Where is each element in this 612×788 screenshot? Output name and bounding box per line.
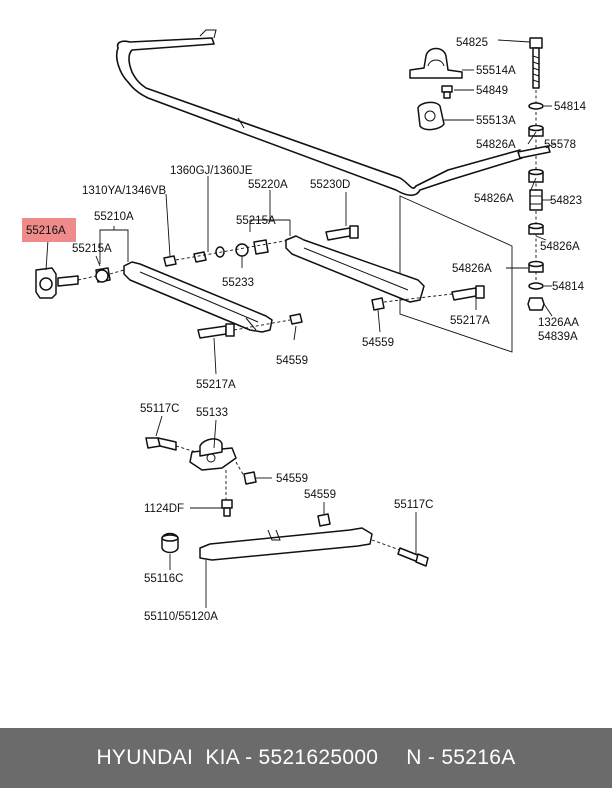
- bushing-55215A-left: [95, 267, 111, 283]
- bracket-55578: [517, 145, 551, 159]
- collar-54823: [529, 189, 543, 211]
- label-55110: 55110/55120A: [144, 611, 218, 623]
- label-55230D: 55230D: [310, 179, 350, 191]
- trailing-arm-right: [285, 235, 425, 303]
- bushing-55513A: [417, 101, 445, 131]
- bolt-55217A-right: [451, 285, 485, 301]
- label-55117C-left: 55117C: [140, 403, 179, 415]
- bolt-55117C-right: [397, 547, 429, 567]
- bracket-55133: [189, 438, 237, 471]
- label-55210A: 55210A: [94, 211, 134, 223]
- label-54826A-2: 54826A: [474, 193, 514, 205]
- label-54825: 54825: [456, 37, 488, 49]
- label-54814-top: 54814: [554, 101, 587, 113]
- bushing-54826A-3: [528, 222, 544, 235]
- nut-54559-lower: [317, 513, 331, 527]
- bushing-55233: [235, 243, 249, 257]
- label-54559-lower: 54559: [304, 489, 336, 501]
- label-55116C: 55116C: [144, 573, 183, 585]
- axis-right-bolt: [383, 293, 453, 303]
- label-54826A-4: 54826A: [452, 263, 492, 275]
- label-54559-left: 54559: [276, 355, 308, 367]
- bolt-1124DF: [221, 499, 233, 517]
- bolt-55117C-left: [145, 437, 177, 451]
- nut-54559-right: [371, 297, 385, 311]
- label-55513A: 55513A: [476, 115, 516, 127]
- highlight-55216A: [22, 218, 76, 242]
- axis-55133: [175, 445, 197, 453]
- stabilizer-bar: [115, 29, 523, 197]
- footer-ref-code: N - 55216A: [406, 746, 516, 769]
- washer-54814-top: [528, 102, 544, 110]
- label-55578: 55578: [544, 139, 576, 151]
- axis-left-bolt: [233, 319, 291, 331]
- label-54823: 54823: [550, 195, 582, 207]
- label-54839A: 54839A: [538, 331, 578, 343]
- label-1326AA: 1326AA: [538, 317, 579, 329]
- label-55217A-right: 55217A: [450, 315, 490, 327]
- lateral-rod: [199, 527, 373, 561]
- label-55117C-right: 55117C: [394, 499, 433, 511]
- label-1124DF: 1124DF: [144, 503, 184, 515]
- label-55216A: 55216A: [26, 225, 66, 237]
- axis-rod-bolt: [371, 539, 401, 551]
- label-55217A-left: 55217A: [196, 379, 236, 391]
- label-55215A-left: 55215A: [72, 243, 112, 255]
- bolt-54849: [441, 85, 453, 99]
- bushing-54826A-4: [528, 260, 544, 273]
- bushing-55215A-right: [253, 239, 269, 255]
- footer-part-number: HYUNDAI KIA - 5521625000: [96, 746, 379, 769]
- trailing-arm-left: [123, 261, 273, 333]
- label-55233: 55233: [222, 277, 254, 289]
- label-55215A-right: 55215A: [236, 215, 276, 227]
- axis-left-arm: [109, 269, 125, 275]
- bushing-54826A-2: [528, 168, 544, 183]
- label-54559-bracket: 54559: [276, 473, 308, 485]
- axis-bracket-nut: [235, 461, 245, 477]
- label-55514A: 55514A: [476, 65, 516, 77]
- label-54849: 54849: [476, 85, 508, 97]
- nut-1326AA: [527, 297, 545, 311]
- footer-bar: HYUNDAI KIA - 5521625000 N - 55216A: [0, 728, 612, 788]
- label-55133: 55133: [196, 407, 228, 419]
- bushing-55116C: [161, 532, 179, 554]
- nut-54559-bracket: [243, 471, 257, 485]
- part-labels: 54825 55514A 54849 54814 55513A 54826A 5…: [26, 37, 587, 623]
- label-55220A: 55220A: [248, 179, 288, 191]
- label-54814-bottom: 54814: [552, 281, 585, 293]
- bracket-55514A: [409, 47, 463, 79]
- bolt-55230D: [325, 225, 359, 241]
- label-1360GJ: 1360GJ/1360JE: [170, 165, 253, 177]
- label-54559-right: 54559: [362, 337, 394, 349]
- nut-54559-left: [289, 313, 303, 325]
- bolt-55217A-left: [197, 323, 235, 339]
- bushing-55216A: [35, 267, 57, 299]
- label-54826A-3: 54826A: [540, 241, 580, 253]
- parts-diagram: 54825 55514A 54849 54814 55513A 54826A 5…: [22, 29, 587, 623]
- bolt-55216A: [57, 275, 97, 287]
- washer-54814-bottom: [528, 282, 544, 290]
- label-54826A-1: 54826A: [476, 139, 516, 151]
- axis-upper: [175, 239, 291, 261]
- label-1310YA: 1310YA/1346VB: [82, 185, 167, 197]
- bushing-54826A-1: [528, 124, 544, 137]
- leader-lines: [45, 39, 557, 608]
